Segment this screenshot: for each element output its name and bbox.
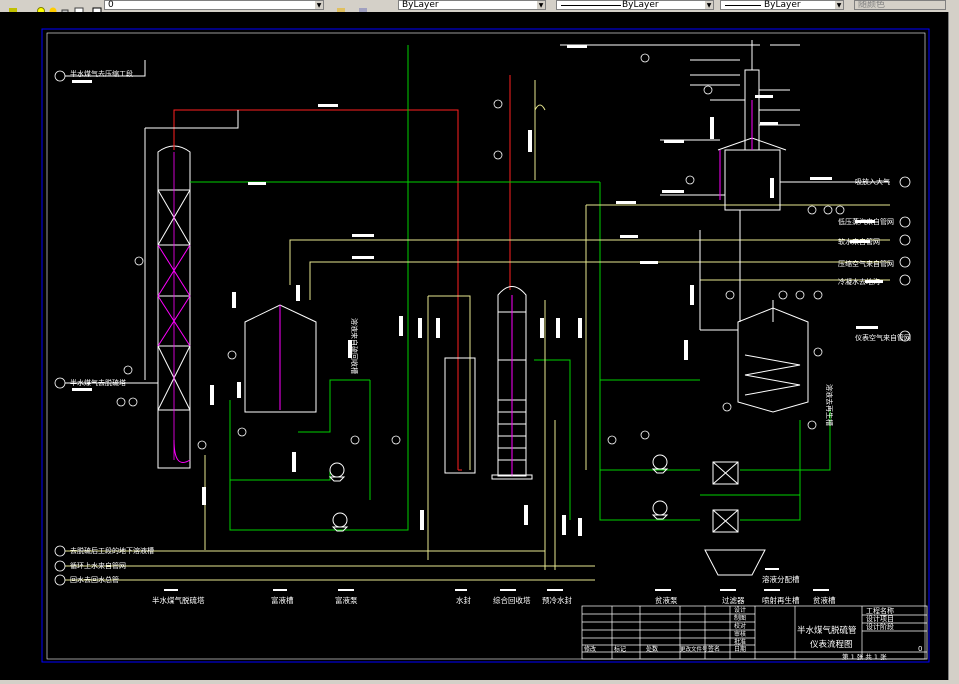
chevron-down-icon: ▼ [705,1,713,9]
lean-liquor-tank [737,300,809,413]
design-project-label: 设计项目 [866,614,894,623]
role-label-1: 设计 [734,606,746,614]
equip-label-1: 半水煤气脱硫塔 [152,595,205,605]
equip-label-11: 溶液分配槽 [762,574,800,584]
right-label-1: 吸放入大气 [855,177,890,186]
rev-label-6: 日期 [734,645,746,653]
drawing-number: 0 [918,645,922,653]
drawing-canvas[interactable]: 半水煤气去压缩工段 半水煤气去脱硫塔 去脱硫后工段的地下溶液槽 循环上水来自管网… [0,12,948,680]
equip-label-5: 综合回收塔 [493,595,531,605]
role-label-3: 校对 [734,622,746,630]
color-value: ByLayer [402,0,439,10]
plot-icon[interactable] [74,1,84,12]
regeneration-tank [560,40,890,331]
layer-value: 0 [108,0,114,10]
process-flow-diagram: 半水煤气去压缩工段 半水煤气去脱硫塔 去脱硫后工段的地下溶液槽 循环上水来自管网… [41,28,930,663]
drawing-title-2: 仪表流程图 [810,639,853,650]
role-label-2: 制图 [734,614,746,622]
desulfurization-tower [157,145,191,469]
project-name-label: 工程名称 [866,606,894,615]
equipment-labels: 半水煤气脱硫塔 富液槽 富液泵 水封 综合回收塔 预冷水封 贫液泵 过滤器 喷射… [152,568,836,605]
color-swatch-icon[interactable] [92,1,102,12]
equip-label-4: 水封 [456,595,471,605]
plotstyle-dropdown[interactable]: 随颜色 [854,0,946,10]
chevron-down-icon: ▼ [315,1,323,9]
title-block-text: 半水煤气脱硫管 仪表流程图 工程名称 设计项目 设计阶段 0 第 1 张 共 1… [584,606,922,661]
drawing-title-1: 半水煤气脱硫管 [797,625,857,636]
rev-label-4: 更改文件号 [680,645,708,653]
linetype-dropdown[interactable]: ByLayer ▼ [556,0,714,10]
chevron-down-icon: ▼ [537,1,545,9]
sheet-info: 第 1 张 共 1 张 [842,652,887,661]
recovery-tower [491,286,533,480]
design-stage-label: 设计阶段 [866,622,894,631]
lightbulb-icon[interactable] [36,1,46,12]
water-seal [444,357,476,474]
layer-dropdown[interactable]: 0▼ [104,0,324,10]
linetype-value: ByLayer [622,0,659,10]
left-label-4: 循环上水来自管网 [70,561,126,570]
left-label-2: 半水煤气去脱硫塔 [70,378,126,387]
role-label-5: 批准 [734,638,746,646]
equip-label-6: 预冷水封 [542,595,572,605]
filters [704,461,766,576]
left-label-3: 去脱硫后工段的地下溶液槽 [70,546,154,555]
right-label-2: 低压蒸汽来自管网 [838,217,894,226]
lineweight-dropdown[interactable]: ByLayer ▼ [720,0,844,10]
rev-label-2: 标记 [614,645,626,653]
right-label-5: 冷凝水去地沟 [838,277,880,286]
toolbar: 0▼ ByLayer▼ ByLayer▼ ByLayer▼ 随颜色 [0,0,959,13]
lock-icon[interactable] [60,1,70,12]
vertical-label-2: 溶液去再生槽 [825,384,834,426]
rev-label-3: 处数 [646,645,658,653]
role-label-4: 审核 [734,630,746,638]
rich-liquor-tank [244,304,317,413]
right-label-4: 压缩空气来自管网 [838,259,894,268]
layer-state-icon[interactable] [8,1,18,12]
line-tags [72,45,883,536]
layer-previous-icon[interactable] [358,1,368,12]
color-dropdown[interactable]: ByLayer ▼ [398,0,546,10]
equip-label-7: 贫液泵 [655,595,678,605]
title-block [581,605,928,660]
right-label-3: 软水来自管网 [838,237,880,246]
outer-frame [41,28,930,663]
rev-label-5: 签名 [708,645,720,653]
right-label-6: 仪表空气来自管网 [855,333,911,342]
sun-icon[interactable] [48,1,58,12]
equip-label-3: 富液泵 [335,595,358,605]
vertical-label-1: 溶液来自硫回收槽 [350,318,359,374]
equip-label-2: 富液槽 [271,595,294,605]
rev-label-1: 修改 [584,645,596,653]
equip-label-8: 过滤器 [722,595,745,605]
left-label-5: 回水去回水总管 [70,575,119,584]
plotstyle-value: 随颜色 [858,0,886,10]
left-label-1: 半水煤气去压缩工段 [70,69,133,78]
vertical-scrollbar[interactable] [948,12,959,680]
equip-label-10: 贫液槽 [813,595,836,605]
inner-frame [46,32,926,660]
lineweight-value: ByLayer [764,0,801,10]
pumps [328,454,669,532]
make-current-icon[interactable] [336,1,346,12]
equip-label-9: 喷射再生槽 [762,595,800,605]
water-lines-yellow [60,80,890,581]
gas-lines-red [173,75,511,471]
chevron-down-icon: ▼ [835,1,843,9]
instrument-bubbles [54,53,911,586]
